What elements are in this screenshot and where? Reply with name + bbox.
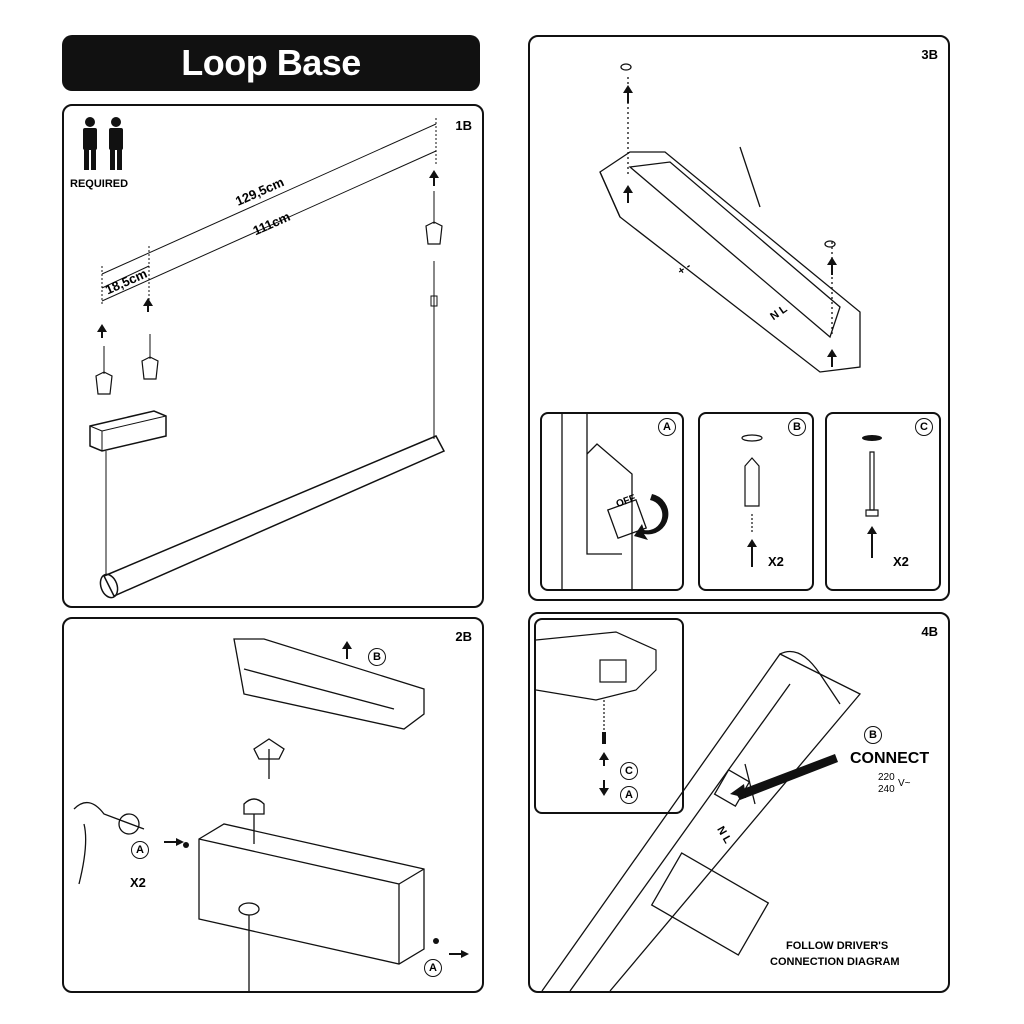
title-banner: Loop Base — [62, 35, 480, 91]
marker-b-4b: B — [864, 726, 882, 744]
step-label-1b: 1B — [455, 118, 472, 133]
panel-1b: 1B REQUIRED — [62, 104, 484, 608]
panel-4b: 4B C A B CONNECT 220 240 V~ N L — [528, 612, 950, 993]
screw-illustration — [862, 435, 882, 558]
switch-off-illustration — [561, 414, 669, 589]
subpanel-b: B X2 — [698, 412, 814, 591]
two-people-icon — [83, 117, 123, 170]
driver-connection-diagram — [541, 650, 862, 991]
marker-a: A — [658, 418, 676, 436]
step-label-3b: 3B — [921, 47, 938, 62]
step-label-4b: 4B — [921, 624, 938, 639]
subpanel-c: C X2 — [825, 412, 941, 591]
voltage-unit-label: V~ — [898, 778, 911, 789]
page-title: Loop Base — [181, 42, 361, 83]
footer-line-1: FOLLOW DRIVER'S — [786, 940, 889, 952]
marker-a-left: A — [131, 841, 149, 859]
installation-diagram-1b — [89, 118, 446, 599]
count-c: X2 — [893, 554, 909, 569]
voltage-240-label: 240 — [878, 784, 895, 795]
marker-a-4b: A — [620, 786, 638, 804]
subpanel-screw-detail: C A — [534, 618, 684, 814]
marker-b-2b: B — [368, 648, 386, 666]
subpanel-a: A OFF — [540, 412, 684, 591]
count-b: X2 — [768, 554, 784, 569]
connect-label: CONNECT — [850, 750, 930, 767]
marker-b: B — [788, 418, 806, 436]
voltage-220-label: 220 — [878, 772, 895, 783]
marker-a-right: A — [424, 959, 442, 977]
mounting-diagram-3b — [599, 63, 861, 373]
marker-c: C — [915, 418, 933, 436]
assembly-diagram-2b — [73, 638, 469, 991]
wall-plug-illustration — [741, 434, 763, 567]
footer-line-2: CONNECTION DIAGRAM — [770, 956, 900, 968]
bracket-detail-illustration — [536, 631, 657, 796]
marker-c-4b: C — [620, 762, 638, 780]
step-label-2b: 2B — [455, 629, 472, 644]
required-label: REQUIRED — [70, 178, 129, 190]
panel-3b: 3B + - N L A — [528, 35, 950, 601]
panel-2b: 2B B A X2 A — [62, 617, 484, 993]
count-2b: X2 — [130, 875, 146, 890]
